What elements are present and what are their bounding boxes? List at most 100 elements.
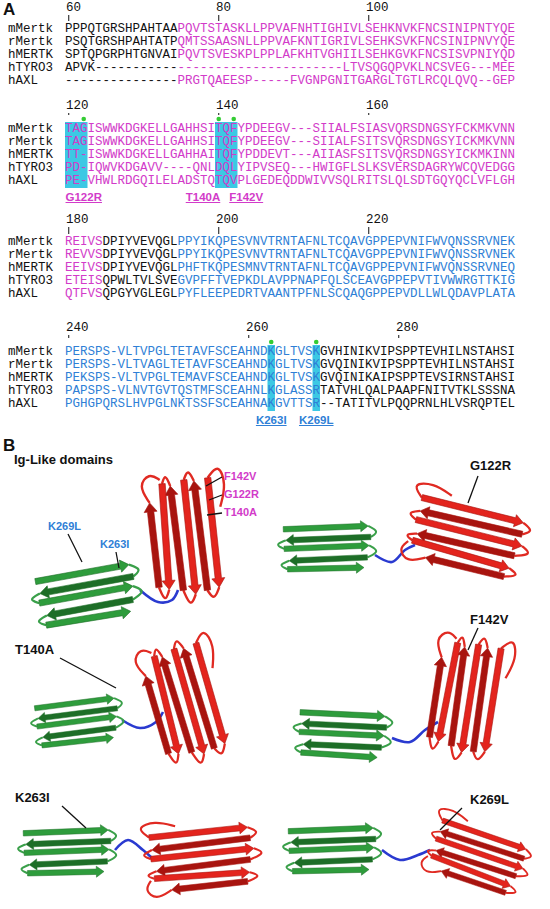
residue-run: TAGISWWKDGKELLGAHHSITQFYPDEEGV---SIIALFS… [65,122,515,136]
ribbon-loop [115,716,124,728]
mutation-label: K263I [256,414,287,426]
beta-strand [41,733,114,750]
beta-strand [143,502,163,588]
sequence: TT-ISWWKDGKELLGAHHAITQFYPDDEVT---AIIASFS… [65,149,515,162]
residue-run: DPIYVEVQGL [103,235,178,249]
ruler-number: 280 [396,322,419,335]
ruler-number: 120 [66,100,89,113]
beta-strand [140,675,173,756]
structure-title: T140A [15,642,54,657]
residue-run: PYFLEEPEDRTVAANTPFNLSCQAQGPPEPVDLLWLQDAV… [178,287,516,301]
sequence: PERSPS-VLTVPGLTETAVFSCEAHNDKGLTVSKGVHINI… [65,346,515,359]
sequence: PGHGPQRSLHVPGLNKTSSFSCEAHNAKGVTTSR--TATI… [65,398,515,411]
residue-run: DPIYVEVQGL [103,261,178,275]
beta-strand [289,555,367,566]
sequence: PE-VHWLRDGQILELADSTQTQVPLGEDEQDDWIVVSQLR… [65,175,515,188]
sequence-name: mMertk [8,123,53,136]
residue-run: EEIVS [65,261,103,275]
ig-domain-1 [133,632,241,773]
beta-strand [27,866,104,877]
sequence: ETEISQPWLTVLSVEGVPFFTVEPKDLAVPPNAPFQLSCE… [65,275,515,288]
mutation-label: F142V [229,191,263,203]
alignment-block-marks [69,227,369,234]
beta-strand [171,877,248,895]
ig-domain-2 [291,703,393,764]
beta-strand [300,704,386,723]
beta-strand [292,864,369,875]
leader-line [440,808,462,830]
ig-domain-1 [398,481,539,589]
leader-line [209,495,222,500]
residue-run: PPYIKQPESVNVTRNTAFNLTCQAVGPPEPVNIFWVQNSS… [178,235,516,249]
residue-run: GVHINIKVIPSPPTEVHILNSTAHSI [320,345,515,359]
protein-structure [291,628,517,766]
structure-title: F142V [470,612,508,627]
residue-run: PQVTSVESKPLPPLAFKHTVGHIILSEHKGVKFNCSISVP… [178,48,516,62]
mutation-dot [216,117,221,122]
ribbon-loop [131,585,143,600]
ig-domain-1 [419,630,517,766]
beta-strand [287,562,364,573]
sequence-name: hMERTK [8,49,53,62]
leader-line [60,658,116,688]
beta-strand [288,823,373,834]
protein-structure [28,468,234,631]
ruler-tick [398,335,399,338]
sequence-name: hTYRO3 [8,385,53,398]
residue-run: PAPSPS-VLNVTGVTQSTMFSCEAHNLKGLASSR [65,384,320,398]
beta-strand [23,825,108,836]
sequence-name: rMertk [8,359,53,372]
mutation-callout: T140A [224,506,257,518]
ruler-number: 260 [246,322,269,335]
sequence-name: hAXL [8,398,38,411]
ruler-number: 140 [216,100,239,113]
ig-domain-2 [28,558,145,631]
sequence-name: hAXL [8,288,38,301]
ruler-tick [68,113,69,115]
beta-strand [45,605,131,629]
ribbon-loop [141,475,162,503]
residue-run: PERSPS-VLTVAGLTETAVFSCEAHNDKGLTVSK [65,358,320,372]
ruler-tick [248,335,249,338]
beta-strand [29,859,107,870]
ruler-tick [218,15,219,21]
sequence-name: hMERTK [8,372,53,385]
linker [140,590,178,602]
sequence: ---------------PRGTQAEESP-----FVGNPGNITG… [65,75,515,88]
panel-letter: B [3,436,15,456]
beta-strand [283,521,368,532]
structure-title: Ig-Like domains [14,452,113,467]
ruler-number: 60 [66,2,81,15]
beta-strand [439,866,507,899]
ig-domain-1 [418,806,539,904]
beta-strand [284,540,369,551]
sequence: PAPSPS-VLNVTGVTQSTMFSCEAHNLKGLASSRTATVHL… [65,385,515,398]
residue-run: QPWLTVLSVE [103,274,178,288]
protein-structure [278,476,538,589]
mutation-label: G122R [66,191,102,203]
sequence: REVVSDPIYVEVQGLPPYIKQPESVNVTRNTAFNLTCQAV… [65,249,515,262]
ruler-tick [368,113,369,115]
sequence: PD-IQWVKDGAVV----QNLDQLYIPVSEQ---HWIGFLS… [65,162,515,175]
residue-run: GVPFFTVEPKDLAVPPNAPFQLSCEAVGPPEPVTIVWWRG… [178,274,516,288]
ruler-number: 100 [366,2,389,15]
sequence: PERSPS-VLTVAGLTETAVFSCEAHNDKGLTVSKGVQINI… [65,359,515,372]
leader-line [468,628,478,650]
beta-strand [289,842,374,853]
ribbon-loop [367,545,376,557]
sequence: EEIVSDPIYVEVQGLPHFTKQPESMNVTRNTAFNLTCQAV… [65,262,515,275]
residue-run: TATVHLQALPAAPFNITVTKLSSSNA [320,384,515,398]
mutation-label: K269L [299,414,334,426]
residue-run: REIVS [65,235,103,249]
mutation-callout: K269L [48,520,81,532]
structure-title: G122R [470,458,511,473]
leader-line [206,477,222,486]
ribbon-loop [147,879,172,898]
beta-strand [299,723,385,742]
structure-title: K269L [470,792,509,807]
ruler-number: 180 [66,214,89,227]
mutation-dot [81,117,86,122]
ribbon-loop [372,847,381,859]
alignment-block-marks [69,15,369,21]
